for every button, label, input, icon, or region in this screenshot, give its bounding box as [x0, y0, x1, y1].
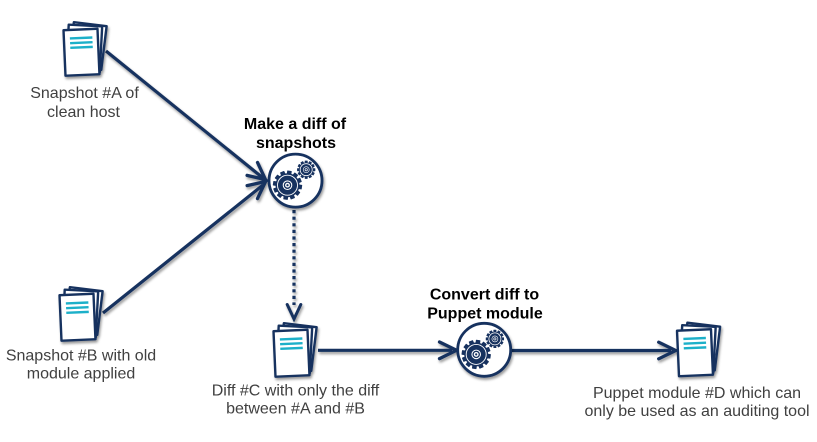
svg-text:Diff #C with only the diff: Diff #C with only the diff — [212, 382, 380, 399]
svg-text:Make a diff of: Make a diff of — [244, 116, 347, 133]
svg-text:Puppet module: Puppet module — [427, 305, 543, 322]
svg-text:Snapshot #A of: Snapshot #A of — [30, 85, 139, 102]
svg-text:only be used as an auditing to: only be used as an auditing tool — [584, 403, 809, 420]
svg-text:Puppet module #D which can: Puppet module #D which can — [593, 385, 801, 402]
svg-text:Convert diff to: Convert diff to — [430, 287, 540, 304]
svg-text:clean host: clean host — [47, 104, 120, 121]
svg-text:between #A and #B: between #A and #B — [226, 401, 365, 418]
svg-text:Snapshot #B with old: Snapshot #B with old — [6, 347, 156, 364]
svg-text:module applied: module applied — [27, 366, 136, 383]
svg-text:snapshots: snapshots — [256, 135, 336, 152]
